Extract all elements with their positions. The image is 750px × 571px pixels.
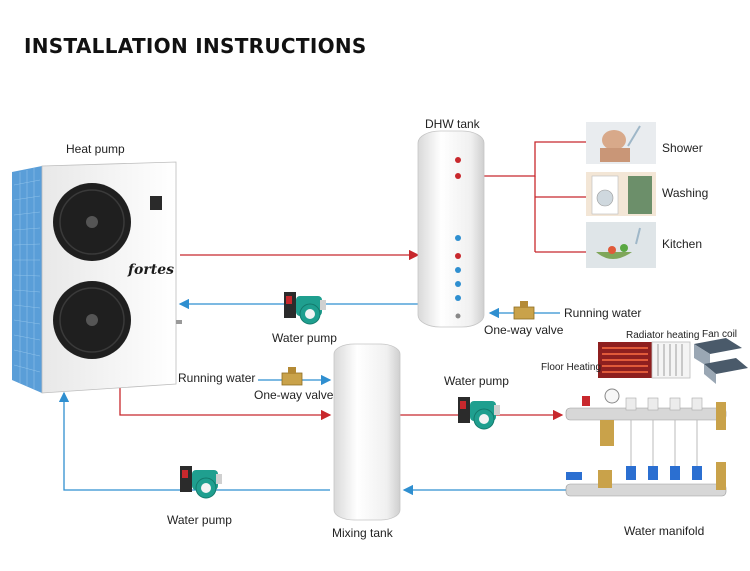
water-manifold-label: Water manifold — [624, 524, 705, 538]
water-pump-top-icon — [284, 292, 326, 325]
shower-label: Shower — [662, 141, 703, 155]
radiator-heating-label: Radiator heating — [626, 330, 700, 341]
return-pipe-to-heat-pump — [58, 391, 330, 491]
mixing-tank-icon — [333, 343, 401, 521]
heat-pump-label: Heat pump — [66, 142, 125, 156]
one-way-valve-mid-icon — [281, 367, 303, 386]
running-water-label-mid: Running water — [178, 371, 256, 385]
one-way-valve-label-top: One-way valve — [484, 323, 564, 337]
water-pump-bottom-icon — [180, 466, 222, 499]
radiator-icon — [651, 341, 691, 379]
dhw-tank-icon — [417, 130, 485, 328]
water-pump-label-mid: Water pump — [444, 374, 509, 388]
washing-label: Washing — [662, 186, 709, 200]
floor-heating-icon — [598, 342, 654, 378]
page-title: INSTALLATION INSTRUCTIONS — [24, 34, 367, 58]
one-way-valve-label-mid: One-way valve — [254, 388, 334, 402]
kitchen-sink-icon — [586, 222, 656, 268]
water-pump-label-bottom: Water pump — [167, 513, 232, 527]
running-water-label-top: Running water — [564, 306, 642, 320]
fan-coil-label: Fan coil — [702, 329, 738, 340]
dhw-outlet-pipes — [484, 141, 586, 253]
brand-logo: fortes — [128, 262, 174, 278]
water-manifold-icon — [565, 388, 727, 497]
water-pump-mid-icon — [458, 397, 500, 430]
dhw-tank-label: DHW tank — [425, 117, 480, 131]
fan-coil-icon — [694, 338, 748, 384]
mixing-tank-label: Mixing tank — [332, 526, 393, 540]
water-pump-label-top: Water pump — [272, 331, 337, 345]
floor-heating-label: Floor Heating — [541, 362, 602, 373]
washing-machine-icon — [586, 172, 656, 216]
one-way-valve-top-icon — [513, 301, 535, 320]
heat-pump-unit-icon — [12, 161, 182, 394]
kitchen-label: Kitchen — [662, 237, 703, 251]
shower-icon — [586, 122, 656, 164]
